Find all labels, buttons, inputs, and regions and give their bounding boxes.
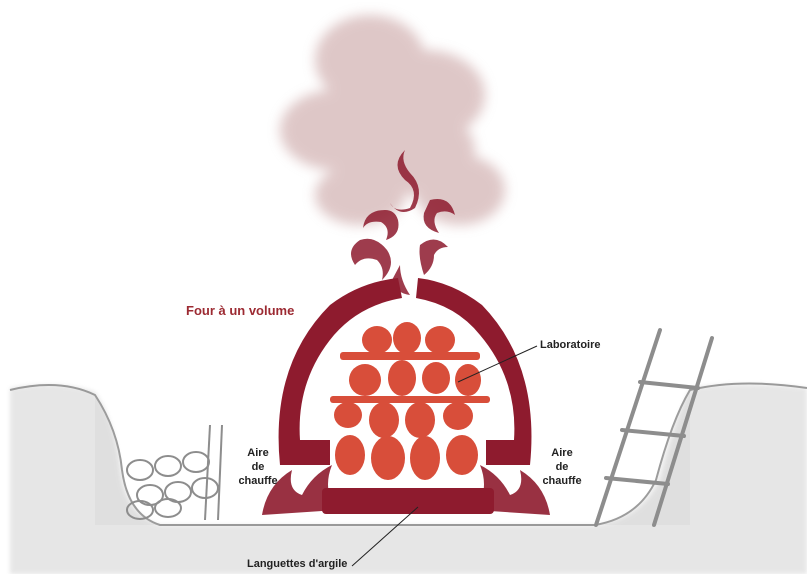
aire-right-line-2: de [555, 461, 569, 473]
aire-left-line-3: chauffe [238, 475, 278, 487]
aire-left-line-2: de [251, 461, 265, 473]
woodpile [126, 424, 223, 521]
smoke-cloud [280, 15, 505, 225]
aire-right-line-1: Aire [551, 447, 573, 459]
laboratoire-leader [457, 345, 538, 383]
languettes-label: Languettes d'argile [247, 558, 348, 570]
aire-left-line-1: Aire [247, 447, 269, 459]
aire-de-chauffe-right-label: Aire de chauffe [532, 446, 592, 488]
ladder [594, 328, 714, 527]
kiln-dome [278, 278, 532, 465]
aire-right-line-3: chauffe [542, 475, 582, 487]
fire-left [262, 465, 337, 515]
languettes-leader [351, 506, 419, 567]
kiln-title: Four à un volume [186, 303, 295, 318]
aire-de-chauffe-left-label: Aire de chauffe [228, 446, 288, 488]
laboratoire-label: Laboratoire [540, 339, 601, 351]
clay-tongues-base [322, 488, 494, 514]
pots [330, 322, 490, 480]
